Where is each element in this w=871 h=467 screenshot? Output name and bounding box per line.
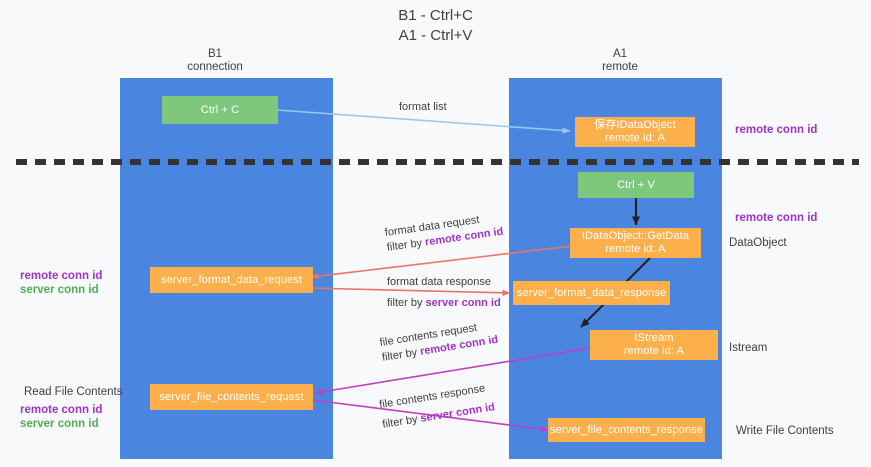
box-server-format-data-response[interactable]: server_format_data_response xyxy=(513,281,670,305)
right-label-write-file-contents: Write File Contents xyxy=(736,425,834,437)
box-idataobject-getdata-line2: remote id: A xyxy=(605,243,666,255)
box-ctrl-c[interactable]: Ctrl + C xyxy=(162,96,278,124)
box-istream[interactable]: IStream remote id: A xyxy=(590,330,718,360)
label-format-data-response-filter-key: server conn id xyxy=(425,297,501,309)
column-header-b1: B1 connection xyxy=(155,48,275,74)
column-header-b1-role: connection xyxy=(187,61,243,73)
box-server-file-contents-request-label: server_file_contents_request xyxy=(159,390,304,403)
label-format-data-request-filter-prefix: filter by xyxy=(386,236,426,254)
label-format-list-text: format list xyxy=(399,101,447,113)
left-label-remote-conn-id-1: remote conn id xyxy=(20,270,103,282)
label-file-contents-request: file contents request filter by remote c… xyxy=(379,318,500,366)
column-header-a1-role: remote xyxy=(602,61,638,73)
box-ctrl-v-label: Ctrl + V xyxy=(617,178,655,191)
right-label-dataobject: DataObject xyxy=(729,237,787,249)
label-format-data-response-filter-prefix: filter by xyxy=(387,297,426,309)
label-format-list: format list xyxy=(399,100,447,115)
box-server-file-contents-response-label: server_file_contents_response xyxy=(550,423,703,436)
left-label-conn-ids-1: remote conn id server conn id xyxy=(20,269,102,297)
box-ctrl-c-label: Ctrl + C xyxy=(200,103,240,116)
label-file-contents-response-filter-prefix: filter by xyxy=(381,412,422,431)
left-label-remote-conn-id-2: remote conn id xyxy=(20,404,103,416)
column-header-a1-name: A1 xyxy=(612,48,628,60)
box-save-idataobject[interactable]: 保存IDataObject remote id: A xyxy=(575,117,695,147)
left-label-server-conn-id-2: server conn id xyxy=(20,418,99,430)
column-header-b1-name: B1 xyxy=(207,48,223,60)
diagram-title: B1 - Ctrl+C A1 - Ctrl+V xyxy=(0,6,871,46)
label-format-data-response-text: format data response xyxy=(387,276,491,288)
label-file-contents-response: file contents response filter by server … xyxy=(378,380,496,432)
box-save-idataobject-line1: 保存IDataObject xyxy=(594,119,676,131)
label-format-data-response: format data response filter by server co… xyxy=(387,275,501,311)
title-line-1: B1 - Ctrl+C xyxy=(398,7,473,24)
box-server-format-data-response-label: server_format_data_response xyxy=(516,286,667,299)
left-label-conn-ids-2: remote conn id server conn id xyxy=(20,403,102,431)
left-label-server-conn-id-1: server conn id xyxy=(20,284,99,296)
label-format-data-request: format data request filter by remote con… xyxy=(384,210,504,256)
box-server-file-contents-request[interactable]: server_file_contents_request xyxy=(150,384,313,410)
box-server-format-data-request[interactable]: server_format_data_request xyxy=(150,267,313,293)
right-label-remote-conn-id-top: remote conn id xyxy=(735,124,818,136)
box-istream-line1: IStream xyxy=(634,332,674,344)
left-label-read-file-contents: Read File Contents xyxy=(24,386,123,398)
box-idataobject-getdata-line1: IDataObject::GetData xyxy=(581,230,690,242)
column-header-a1: A1 remote xyxy=(560,48,680,74)
section-divider xyxy=(16,159,859,165)
right-label-istream: Istream xyxy=(729,342,768,354)
right-label-remote-conn-id-mid: remote conn id xyxy=(735,212,818,224)
title-line-2: A1 - Ctrl+V xyxy=(398,27,473,44)
box-save-idataobject-line2: remote id: A xyxy=(605,132,665,144)
box-server-format-data-request-label: server_format_data_request xyxy=(161,273,302,286)
box-server-file-contents-response[interactable]: server_file_contents_response xyxy=(548,418,705,442)
box-idataobject-getdata[interactable]: IDataObject::GetData remote id: A xyxy=(570,228,701,258)
box-ctrl-v[interactable]: Ctrl + V xyxy=(578,172,694,198)
box-istream-line2: remote id: A xyxy=(624,345,684,357)
